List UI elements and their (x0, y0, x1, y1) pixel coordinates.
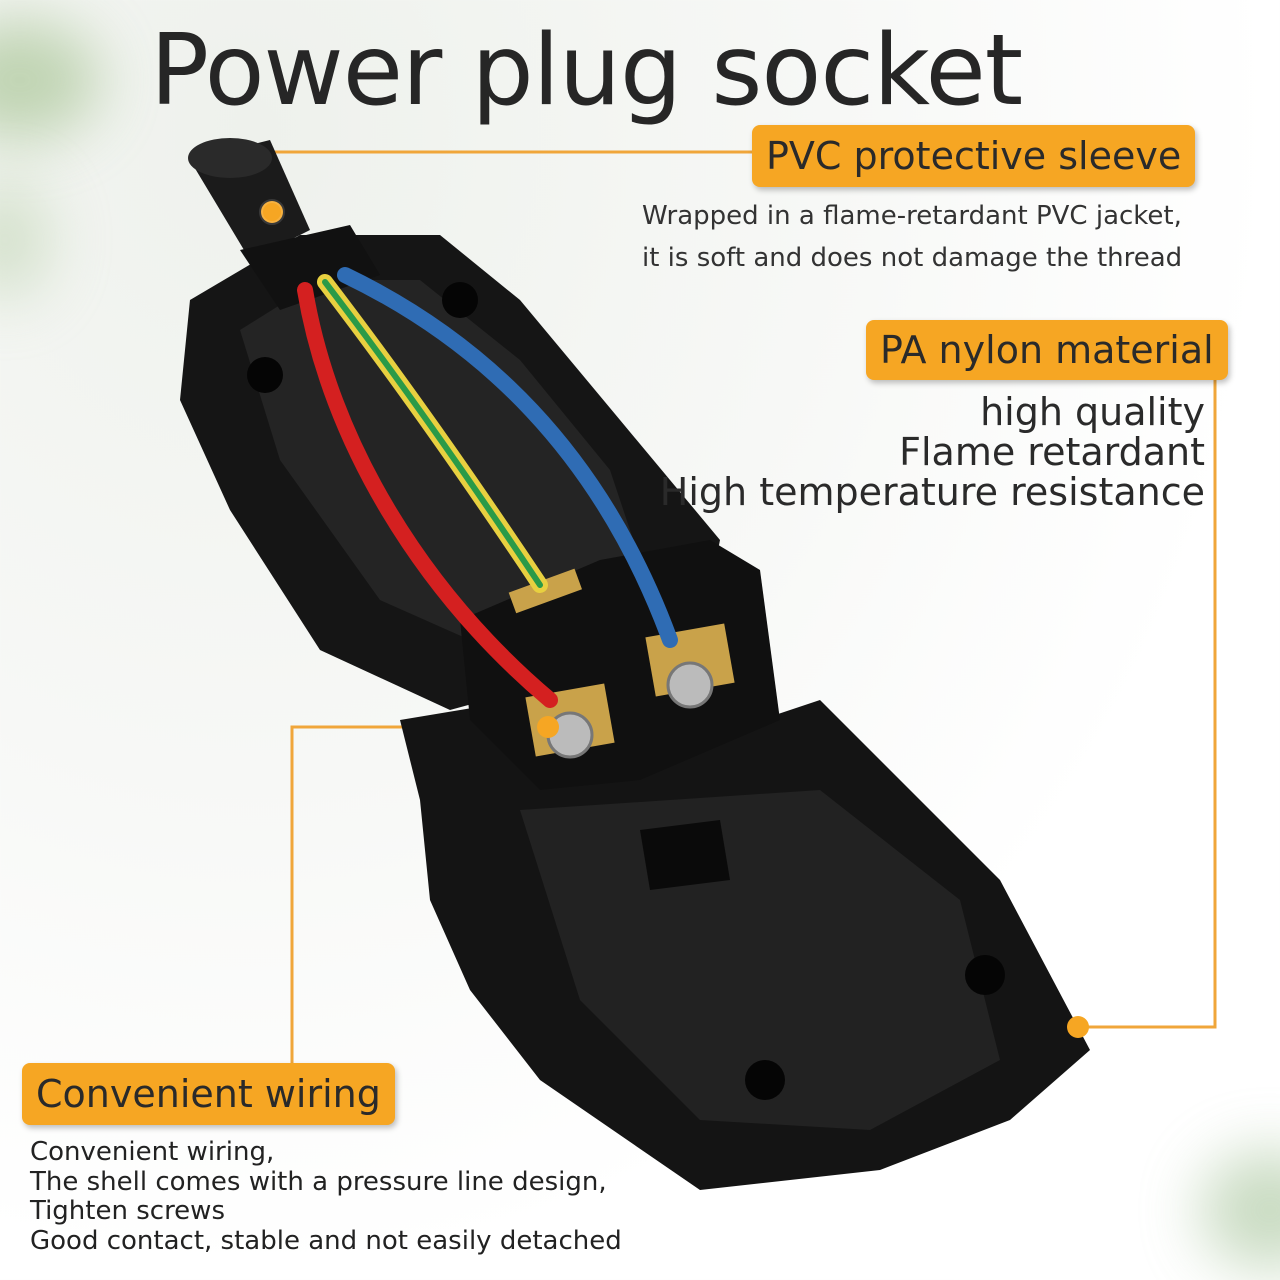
callout-label-pa-nylon: PA nylon material (866, 320, 1228, 380)
description-line: The shell comes with a pressure line des… (30, 1166, 607, 1197)
callout-label-pvc-sleeve: PVC protective sleeve (752, 125, 1196, 187)
callout-description-pa-nylon: high quality Flame retardant High temper… (660, 392, 1205, 512)
plug-base-housing (400, 700, 1090, 1190)
description-line: high quality (980, 390, 1205, 434)
page-title: Power plug socket (150, 14, 1023, 128)
callout-description-pvc-sleeve: Wrapped in a flame-retardant PVC jacket,… (642, 195, 1182, 279)
description-line: Wrapped in a flame-retardant PVC jacket, (642, 201, 1182, 231)
callout-label-convenient-wiring: Convenient wiring (22, 1063, 395, 1125)
pvc-sleeve (188, 138, 380, 310)
callout-dots (259, 199, 1089, 1038)
description-line: Flame retardant (899, 430, 1205, 474)
description-line: Good contact, stable and not easily deta… (30, 1225, 622, 1256)
description-line: Convenient wiring, (30, 1137, 275, 1167)
callout-description-convenient-wiring: Convenient wiring, The shell comes with … (30, 1137, 622, 1256)
description-line: it is soft and does not damage the threa… (642, 243, 1183, 273)
description-line: High temperature resistance (659, 470, 1205, 514)
description-line: Tighten screws (30, 1196, 225, 1226)
wires (297, 267, 678, 708)
